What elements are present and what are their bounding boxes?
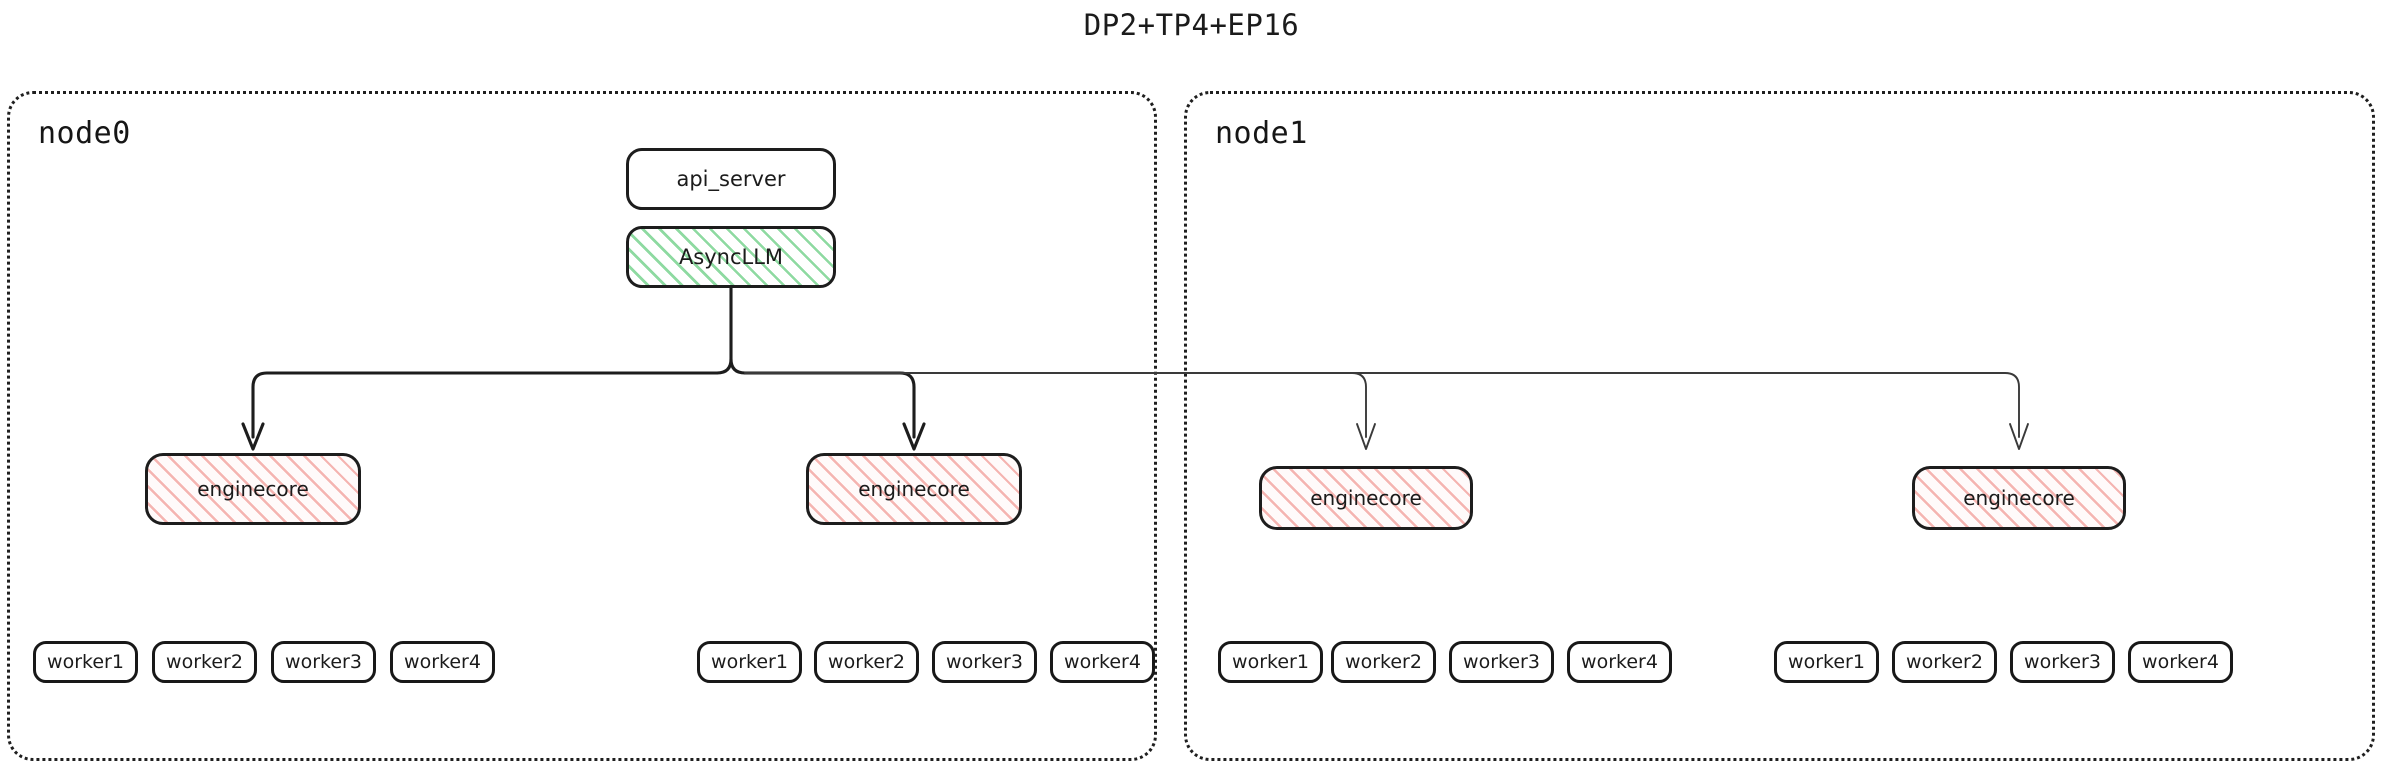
enginecore-label: enginecore <box>197 477 309 501</box>
worker-box-node1-0-0[interactable]: worker1 <box>1218 641 1323 683</box>
worker-label: worker2 <box>1906 650 1983 673</box>
worker-label: worker1 <box>1788 650 1865 673</box>
enginecore-label: enginecore <box>1963 486 2075 510</box>
worker-box-node0-1-2[interactable]: worker3 <box>932 641 1037 683</box>
worker-label: worker3 <box>946 650 1023 673</box>
worker-box-node0-0-3[interactable]: worker4 <box>390 641 495 683</box>
enginecore-label: enginecore <box>1310 486 1422 510</box>
worker-box-node1-1-0[interactable]: worker1 <box>1774 641 1879 683</box>
node-label-node0: node0 <box>38 116 131 151</box>
worker-label: worker3 <box>285 650 362 673</box>
worker-box-node0-0-1[interactable]: worker2 <box>152 641 257 683</box>
worker-box-node1-1-3[interactable]: worker4 <box>2128 641 2233 683</box>
node-label-node1: node1 <box>1215 116 1308 151</box>
worker-box-node0-0-0[interactable]: worker1 <box>33 641 138 683</box>
enginecore-box-node1-1[interactable]: enginecore <box>1912 466 2126 530</box>
worker-box-node1-0-1[interactable]: worker2 <box>1331 641 1436 683</box>
enginecore-box-node0-0[interactable]: enginecore <box>145 453 361 525</box>
worker-label: worker3 <box>1463 650 1540 673</box>
worker-box-node1-1-1[interactable]: worker2 <box>1892 641 1997 683</box>
worker-label: worker4 <box>2142 650 2219 673</box>
worker-label: worker2 <box>166 650 243 673</box>
worker-label: worker2 <box>828 650 905 673</box>
worker-label: worker1 <box>47 650 124 673</box>
worker-box-node0-1-0[interactable]: worker1 <box>697 641 802 683</box>
worker-label: worker2 <box>1345 650 1422 673</box>
enginecore-box-node1-0[interactable]: enginecore <box>1259 466 1473 530</box>
api-server-label: api_server <box>676 166 786 191</box>
worker-label: worker4 <box>404 650 481 673</box>
worker-label: worker3 <box>2024 650 2101 673</box>
enginecore-box-node0-1[interactable]: enginecore <box>806 453 1022 525</box>
worker-box-node0-0-2[interactable]: worker3 <box>271 641 376 683</box>
async-llm-box[interactable]: AsyncLLM <box>626 226 836 288</box>
worker-box-node1-0-2[interactable]: worker3 <box>1449 641 1554 683</box>
worker-box-node1-0-3[interactable]: worker4 <box>1567 641 1672 683</box>
worker-label: worker1 <box>1232 650 1309 673</box>
worker-box-node0-1-1[interactable]: worker2 <box>814 641 919 683</box>
worker-label: worker4 <box>1064 650 1141 673</box>
async-llm-label: AsyncLLM <box>678 244 784 269</box>
api-server-box[interactable]: api_server <box>626 148 836 210</box>
enginecore-label: enginecore <box>858 477 970 501</box>
worker-box-node1-1-2[interactable]: worker3 <box>2010 641 2115 683</box>
worker-label: worker1 <box>711 650 788 673</box>
worker-label: worker4 <box>1581 650 1658 673</box>
worker-box-node0-1-3[interactable]: worker4 <box>1050 641 1155 683</box>
page-title: DP2+TP4+EP16 <box>1083 8 1300 42</box>
